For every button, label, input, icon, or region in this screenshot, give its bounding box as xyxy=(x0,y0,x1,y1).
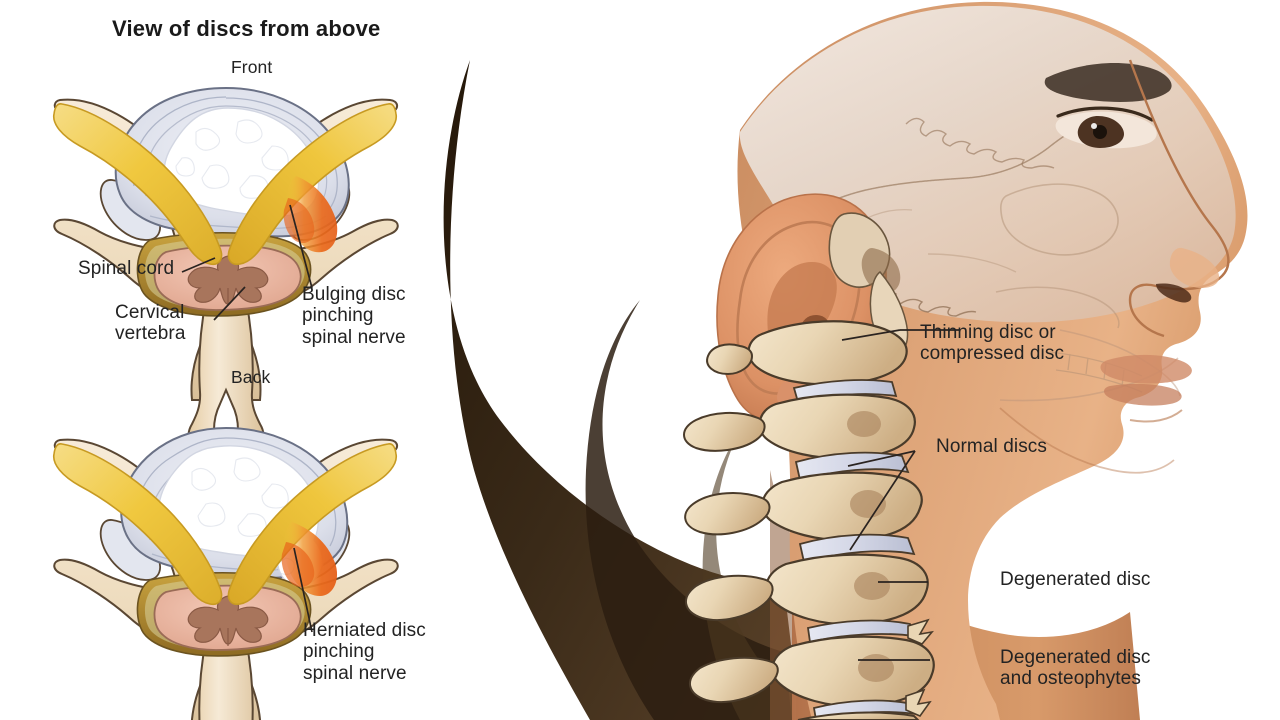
leader-spinal-cord xyxy=(181,257,216,273)
C5-foramen-shadow xyxy=(858,654,894,682)
spinal-nerve-root-right-bottom xyxy=(227,443,397,606)
spinal-nerve-root-left-bottom xyxy=(53,443,223,606)
C3-foramen-shadow xyxy=(850,490,886,518)
upper-eyelid xyxy=(1056,106,1154,122)
eye-highlight xyxy=(1091,123,1097,129)
pupil xyxy=(1093,125,1107,139)
spinal-nerve-root-left-top xyxy=(53,103,223,266)
vertebra-C1 xyxy=(747,320,908,386)
lower-lip xyxy=(1104,383,1182,406)
label-normal-discs: Normal discs xyxy=(936,436,1047,457)
label-degenerated-osteophytes: Degenerated disc and osteophytes xyxy=(1000,647,1151,690)
C2-foramen-shadow xyxy=(847,411,881,437)
leader-herniated-disc xyxy=(293,547,313,633)
C3-spinous-process xyxy=(684,492,771,536)
C4-foramen-shadow xyxy=(854,572,890,600)
leader-normal-disc-lower xyxy=(849,450,916,551)
herniated-disc-diagram xyxy=(53,426,399,720)
orbit-outline xyxy=(1000,183,1119,256)
left-panel-svg xyxy=(53,86,399,720)
osteophyte-spur-lower xyxy=(907,618,934,645)
C1-posterior-tubercle xyxy=(706,343,754,376)
osteophyte-spur-upper xyxy=(905,688,932,717)
label-thinning-disc: Thinning disc or compressed disc xyxy=(920,322,1065,365)
label-herniated-disc: Herniated disc pinching spinal nerve xyxy=(303,620,426,684)
right-panel xyxy=(440,0,1280,720)
left-panel xyxy=(0,0,450,720)
label-spinal-cord: Spinal cord xyxy=(78,258,175,279)
label-cervical-vertebra: Cervical vertebra xyxy=(115,302,186,345)
C2-spinous-process xyxy=(683,411,766,452)
orientation-back-label: Back xyxy=(231,367,271,387)
mastoid-shadow xyxy=(861,248,901,294)
spinous-process-top xyxy=(187,299,265,448)
temporal-line xyxy=(927,253,1017,273)
chin-crease xyxy=(1129,409,1183,423)
leader-bulging-disc xyxy=(289,204,313,289)
vertebra-C6 xyxy=(797,711,920,720)
zygomatic-arch xyxy=(995,286,1120,329)
upper-lip xyxy=(1100,354,1192,384)
vertebra-C3 xyxy=(761,471,923,542)
cervical-spine xyxy=(683,320,935,720)
hair-nape xyxy=(585,300,792,720)
eyebrow xyxy=(1044,63,1172,102)
lambdoid-suture xyxy=(905,117,1055,169)
hair-back xyxy=(443,60,800,720)
vertebra-C2 xyxy=(758,393,916,460)
leader-cervical-vertebra xyxy=(213,286,246,321)
leader-normal-disc-upper xyxy=(847,450,916,467)
nose-tip-highlight xyxy=(1169,247,1220,288)
label-degenerated-disc: Degenerated disc xyxy=(1000,569,1151,590)
bulging-disc-diagram xyxy=(53,86,399,448)
vertebra-C4 xyxy=(765,553,929,626)
hair-nape-highlight xyxy=(702,430,818,720)
nostril xyxy=(1156,283,1192,303)
spinal-nerve-root-right-top xyxy=(227,103,397,266)
label-bulging-disc: Bulging disc pinching spinal nerve xyxy=(302,284,406,348)
spinous-process-bottom xyxy=(198,639,254,720)
jawline xyxy=(999,407,1175,474)
right-panel-svg xyxy=(443,1,1248,720)
leader-thinning-disc xyxy=(841,329,901,341)
orientation-front-label: Front xyxy=(231,57,273,77)
C5-spinous-process xyxy=(689,656,779,704)
C4-spinous-process xyxy=(685,574,774,622)
left-panel-title: View of discs from above xyxy=(112,16,381,41)
